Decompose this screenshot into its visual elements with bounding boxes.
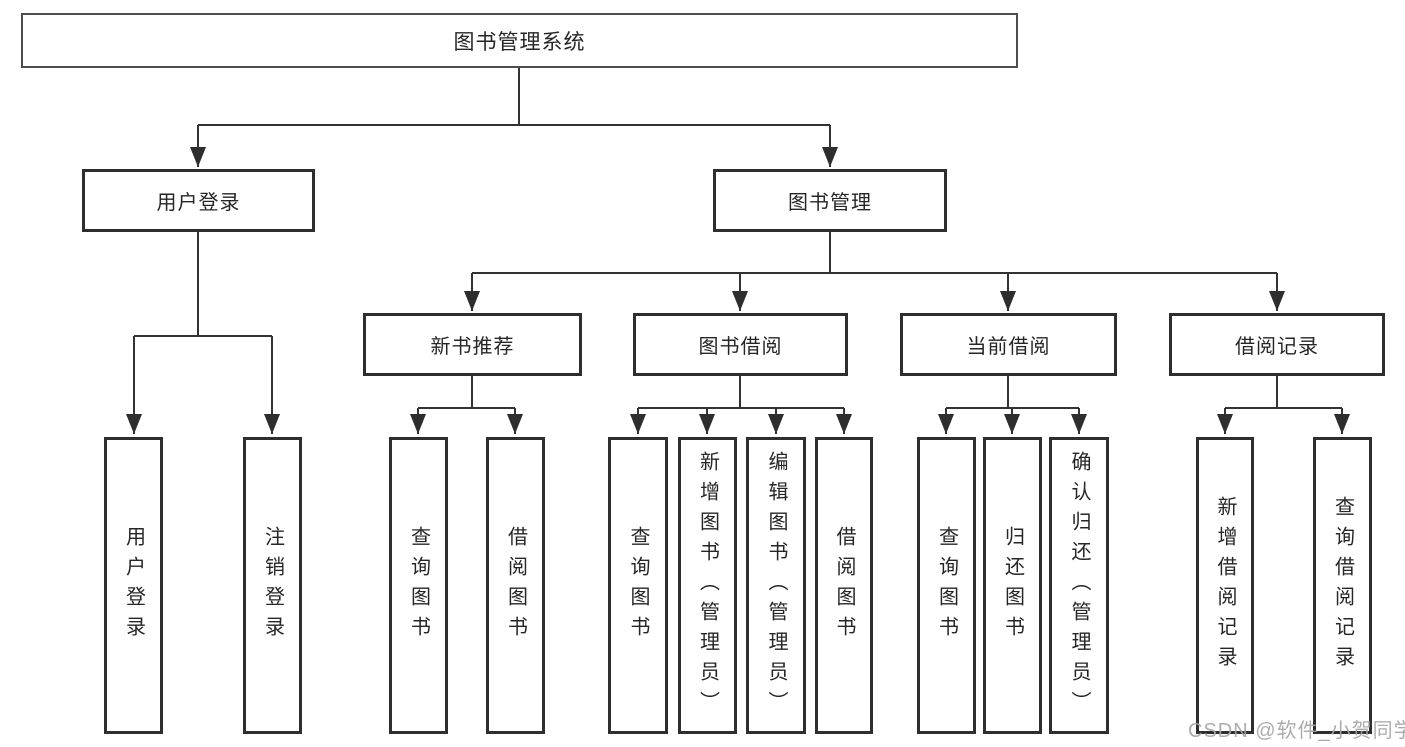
leaf-label: 新增借阅记录: [1214, 495, 1236, 676]
leaf-records-query-record: 查询借阅记录: [1313, 437, 1372, 734]
leaf-logout: 注销登录: [243, 437, 302, 734]
leaf-recommend-borrow-books: 借阅图书: [486, 437, 545, 734]
leaf-label: 查询图书: [407, 525, 430, 646]
node-label: 用户登录: [156, 192, 241, 214]
leaf-current-confirm-return-admin: 确认归还（管理员）: [1049, 437, 1109, 734]
node-label: 当前借阅: [966, 336, 1051, 358]
node-label: 图书管理系统: [453, 30, 586, 54]
leaf-label: 确认归还（管理员）: [1068, 450, 1090, 721]
leaf-label: 查询图书: [627, 525, 649, 646]
node-new-book-recommend: 新书推荐: [363, 313, 582, 376]
node-book-management: 图书管理: [713, 169, 947, 232]
leaf-label: 用户登录: [122, 525, 145, 646]
leaf-label: 借阅图书: [833, 525, 855, 646]
node-label: 新书推荐: [430, 336, 515, 358]
node-label: 图书管理: [788, 192, 872, 214]
leaf-borrowing-borrow-books: 借阅图书: [815, 437, 873, 734]
leaf-recommend-query-books: 查询图书: [389, 437, 448, 734]
node-label: 借阅记录: [1235, 336, 1319, 358]
leaf-current-return-books: 归还图书: [983, 437, 1042, 734]
leaf-label: 借阅图书: [504, 525, 527, 646]
node-label: 图书借阅: [698, 336, 783, 358]
leaf-records-add-record: 新增借阅记录: [1196, 437, 1254, 734]
leaf-user-login: 用户登录: [104, 437, 163, 734]
node-book-borrowing: 图书借阅: [633, 313, 848, 376]
leaf-borrowing-add-books-admin: 新增图书（管理员）: [678, 437, 737, 734]
node-user-login: 用户登录: [82, 169, 315, 232]
leaf-label: 查询图书: [935, 525, 958, 646]
node-borrowing-records: 借阅记录: [1169, 313, 1385, 376]
leaf-borrowing-query-books: 查询图书: [608, 437, 668, 734]
node-library-management-system: 图书管理系统: [21, 13, 1018, 68]
csdn-watermark: CSDN @软件_小贺同学: [1188, 720, 1405, 742]
leaf-label: 新增图书（管理员）: [696, 450, 719, 721]
node-current-borrowing: 当前借阅: [900, 313, 1117, 376]
leaf-label: 编辑图书（管理员）: [765, 450, 787, 721]
leaf-label: 注销登录: [261, 525, 284, 646]
leaf-label: 归还图书: [1001, 525, 1024, 646]
leaf-borrowing-edit-books-admin: 编辑图书（管理员）: [746, 437, 806, 734]
leaf-label: 查询借阅记录: [1331, 495, 1354, 676]
leaf-current-query-books: 查询图书: [917, 437, 976, 734]
